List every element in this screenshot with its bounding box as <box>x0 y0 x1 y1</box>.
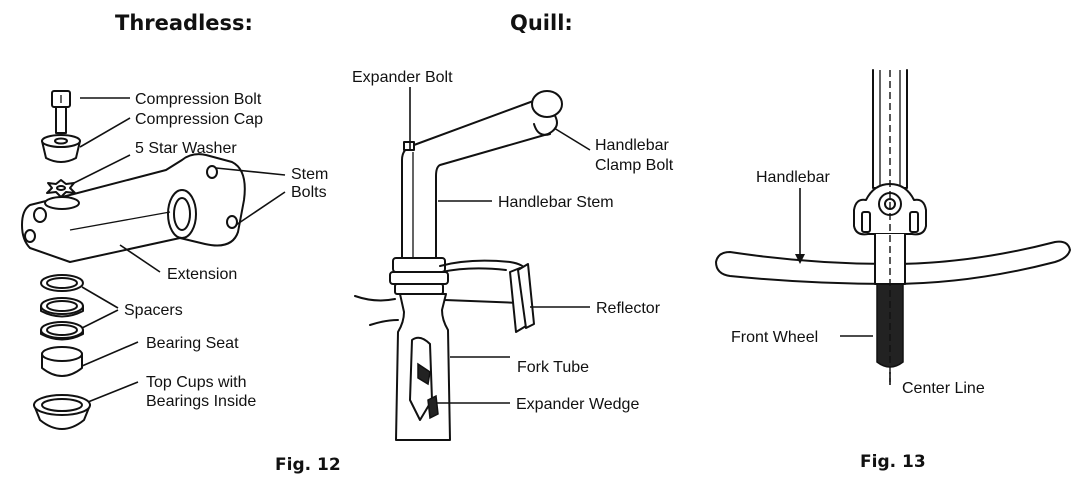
leader-star-washer <box>71 154 131 185</box>
label-bearing-seat: Bearing Seat <box>146 335 239 352</box>
bearing-seat-drawing <box>41 346 83 377</box>
label-extension: Extension <box>167 266 237 283</box>
label-expander-wedge: Expander Wedge <box>516 396 639 413</box>
leader-spacers-upper <box>81 286 119 309</box>
label-handlebar-clamp-line1: Handlebar <box>595 137 670 154</box>
spacers-drawing <box>40 274 84 341</box>
compression-cap-drawing <box>41 134 81 163</box>
figure-13-caption: Fig. 13 <box>860 452 926 472</box>
leader-top-cups <box>87 381 139 403</box>
label-spacers: Spacers <box>124 302 183 319</box>
label-compression-cap: Compression Cap <box>135 111 263 128</box>
leader-compression-cap <box>79 117 131 148</box>
label-expander-bolt: Expander Bolt <box>352 69 453 86</box>
label-top-cups-line2: Bearings Inside <box>146 393 256 410</box>
figure-12-caption: Fig. 12 <box>275 455 341 475</box>
stem-extension-drawing <box>21 153 246 263</box>
label-top-cups-line1: Top Cups with <box>146 374 247 391</box>
leader-handlebar-clamp <box>553 127 591 151</box>
top-cup-drawing <box>33 394 91 430</box>
quill-heading: Quill: <box>510 11 573 35</box>
threadless-heading: Threadless: <box>115 11 253 35</box>
label-fork-tube: Fork Tube <box>517 359 589 376</box>
leader-handlebar-arrow <box>795 254 805 264</box>
compression-bolt-drawing <box>51 90 71 134</box>
label-handlebar: Handlebar <box>756 169 831 186</box>
label-stem: Stem <box>291 166 328 183</box>
alignment-drawing <box>715 69 1071 382</box>
threadless-exploded-view <box>21 90 286 430</box>
label-star-washer: 5 Star Washer <box>135 140 237 157</box>
leader-stem-bolt-upper <box>215 167 286 176</box>
leader-bearing-seat <box>81 341 139 367</box>
label-compression-bolt: Compression Bolt <box>135 91 262 108</box>
leader-spacers-lower <box>81 309 119 329</box>
label-center-line: Center Line <box>902 380 985 397</box>
label-front-wheel: Front Wheel <box>731 329 818 346</box>
quill-stem-drawing <box>354 90 563 441</box>
label-handlebar-stem: Handlebar Stem <box>498 194 614 211</box>
leader-stem-bolt-lower <box>235 191 286 226</box>
label-bolts: Bolts <box>291 184 327 201</box>
leader-extension <box>119 244 161 273</box>
label-reflector: Reflector <box>596 300 661 317</box>
label-handlebar-clamp-line2: Clamp Bolt <box>595 157 674 174</box>
